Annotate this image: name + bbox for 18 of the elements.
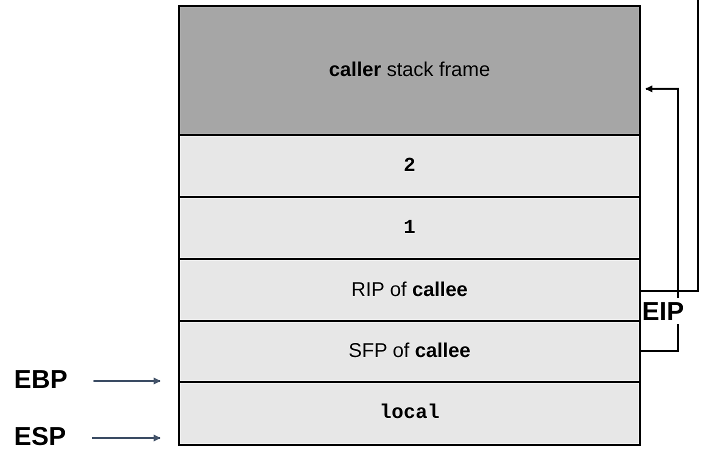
slot-label: RIP of callee	[351, 278, 468, 302]
stack-slot	[178, 258, 641, 322]
slot-label: local	[379, 402, 440, 425]
edge-label: EIP	[641, 298, 685, 324]
arrow	[92, 434, 161, 442]
stack-slot	[178, 134, 641, 198]
register-label: ESP	[14, 421, 92, 452]
register-label: EBP	[14, 364, 94, 396]
slot-label: 1	[403, 216, 416, 240]
stack-slot	[178, 5, 641, 136]
stack-slot	[178, 381, 641, 446]
stack-slot	[178, 320, 641, 383]
stack-slot	[178, 196, 641, 260]
slot-label: 2	[403, 154, 416, 178]
slot-label: caller stack frame	[328, 59, 490, 82]
slot-label: SFP of callee	[348, 340, 470, 363]
arrow	[640, 85, 679, 352]
arrow	[93, 377, 161, 384]
